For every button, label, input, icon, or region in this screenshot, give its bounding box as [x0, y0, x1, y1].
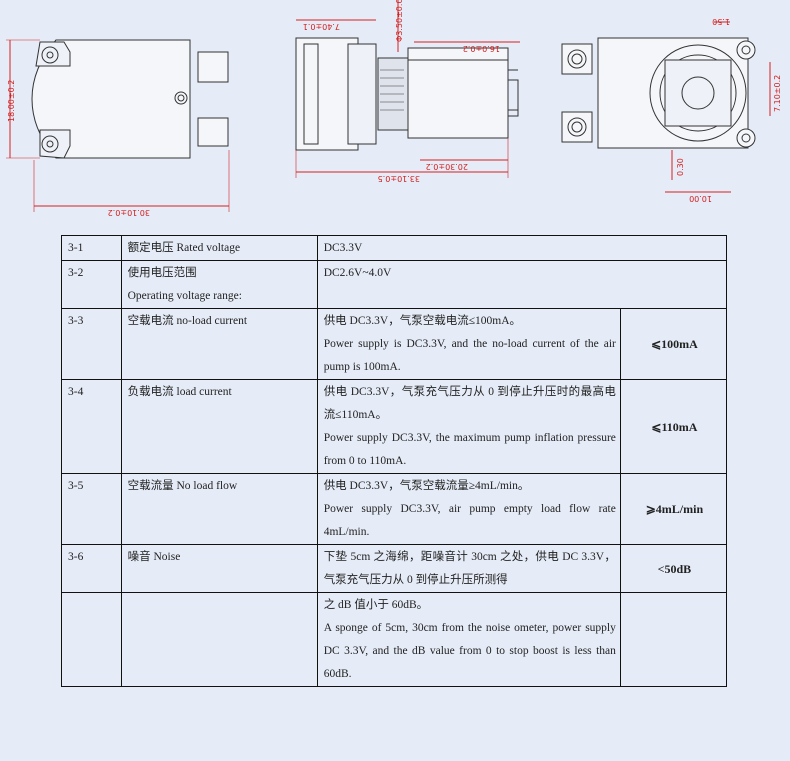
- item-name-cell: [120, 592, 318, 687]
- table-row: 之 dB 值小于 60dB。 A sponge of 5cm, 30cm from…: [61, 592, 728, 687]
- spec-value: ⩽100mA: [619, 308, 728, 380]
- table-row: 3-2 使用电压范围 Operating voltage range: DC2.6V~…: [61, 260, 728, 309]
- row-number: 3-4: [61, 379, 122, 474]
- dim-label-20.30: 20.30±0.2: [426, 162, 468, 171]
- top-view-drawing: [561, 21, 771, 193]
- item-name: Operating voltage range:: [127, 290, 242, 302]
- dim-height-label: 18.00±0.2: [7, 80, 16, 122]
- spec-value: <50dB: [619, 544, 728, 593]
- item-name-cell: 负载电流 load current: [120, 379, 318, 474]
- description-cell: 下垫 5cm 之海绵，距噪音计 30cm 之处，供电 DC 3.3V，气泵充气压…: [316, 544, 621, 593]
- description-text: DC3.3V: [323, 242, 363, 254]
- dim-label-10.00: 10.00: [689, 194, 712, 203]
- dim-width-label: 30.10±0.2: [108, 208, 150, 217]
- description-cell: DC3.3V: [316, 235, 728, 261]
- dim-label-0.30: 0.30: [676, 158, 685, 176]
- spec-value: ⩾4mL/min: [619, 473, 728, 545]
- spec-table-body: 3-1 额定电压 Rated voltage DC3.3V 3-2 使用电压范围 Oper…: [61, 235, 728, 687]
- table-row: 3-6 噪音 Noise 下垫 5cm 之海绵，距噪音计 30cm 之处，供电 DC…: [61, 544, 728, 593]
- table-row: 3-3 空载电流 no-load current 供电 DC3.3V，气泵空载电流≤…: [61, 308, 728, 380]
- description-text: DC2.6V~4.0V: [323, 267, 392, 279]
- row-number: [61, 592, 122, 687]
- dim-label-7.40: 7.40±0.1: [303, 22, 340, 31]
- row-number: 3-1: [61, 235, 122, 261]
- row-number: 3-6: [61, 544, 122, 593]
- row-number: 3-3: [61, 308, 122, 380]
- description-text: Power supply DC3.3V, the maximum pump in…: [323, 432, 616, 467]
- description-text: 供电 DC3.3V，气泵充气压力从 0 到停止升压时的最高电流≤110mA。: [323, 386, 616, 421]
- item-name-cell: 空载电流 no-load current: [120, 308, 318, 380]
- item-name: 空载流量 No load flow: [127, 480, 238, 492]
- item-name: 负载电流 load current: [127, 386, 232, 398]
- description-text: Power supply is DC3.3V, and the no-load …: [323, 338, 616, 373]
- spec-value: ⩽110mA: [619, 379, 728, 474]
- item-name: 使用电压范围: [127, 267, 197, 279]
- description-text: 供电 DC3.3V，气泵空载电流≤100mA。: [323, 315, 522, 327]
- item-name: 噪音 Noise: [127, 551, 181, 563]
- dim-label-7.10: 7.10±0.2: [773, 75, 782, 112]
- description-text: A sponge of 5cm, 30cm from the noise ome…: [323, 622, 616, 680]
- technical-drawings: 18.00±0.2 30.10±0.2 7.40±0.1 Φ3.50±0.05 …: [6, 0, 782, 217]
- description-cell: 之 dB 值小于 60dB。 A sponge of 5cm, 30cm from…: [316, 592, 621, 687]
- description-text: Power supply DC3.3V, air pump empty load…: [323, 503, 616, 538]
- item-name-cell: 使用电压范围 Operating voltage range:: [120, 260, 318, 309]
- item-name-cell: 空载流量 No load flow: [120, 473, 318, 545]
- dim-label-33.10: 33.10±0.5: [378, 174, 420, 183]
- spec-table: 3-1 额定电压 Rated voltage DC3.3V 3-2 使用电压范围 Oper…: [61, 235, 728, 687]
- dim-label-3.50: Φ3.50±0.05: [395, 0, 404, 42]
- description-text: 下垫 5cm 之海绵，距噪音计 30cm 之处，供电 DC 3.3V，气泵充气压…: [323, 551, 616, 586]
- description-cell: 供电 DC3.3V，气泵充气压力从 0 到停止升压时的最高电流≤110mA。 Po…: [316, 379, 621, 474]
- row-number: 3-2: [61, 260, 122, 309]
- row-number: 3-5: [61, 473, 122, 545]
- front-view-drawing: [6, 39, 230, 212]
- item-name: 空载电流 no-load current: [127, 315, 248, 327]
- item-name-cell: 噪音 Noise: [120, 544, 318, 593]
- description-cell: DC2.6V~4.0V: [316, 260, 728, 309]
- table-row: 3-1 额定电压 Rated voltage DC3.3V: [61, 235, 728, 261]
- description-text: 之 dB 值小于 60dB。: [323, 599, 429, 611]
- side-view-drawing: [295, 0, 520, 178]
- spec-value: [619, 592, 728, 687]
- description-cell: 供电 DC3.3V，气泵空载流量≥4mL/min。 Power supply DC…: [316, 473, 621, 545]
- item-name: 额定电压 Rated voltage: [127, 242, 241, 254]
- description-cell: 供电 DC3.3V，气泵空载电流≤100mA。 Power supply is D…: [316, 308, 621, 380]
- item-name-cell: 额定电压 Rated voltage: [120, 235, 318, 261]
- table-row: 3-5 空载流量 No load flow 供电 DC3.3V，气泵空载流量≥4mL…: [61, 473, 728, 545]
- dim-label-1.50: 1.50: [712, 17, 730, 26]
- table-row: 3-4 负载电流 load current 供电 DC3.3V，气泵充气压力从 0 …: [61, 379, 728, 474]
- dim-label-16.0: 16.0±0.2: [463, 44, 500, 53]
- description-text: 供电 DC3.3V，气泵空载流量≥4mL/min。: [323, 480, 530, 492]
